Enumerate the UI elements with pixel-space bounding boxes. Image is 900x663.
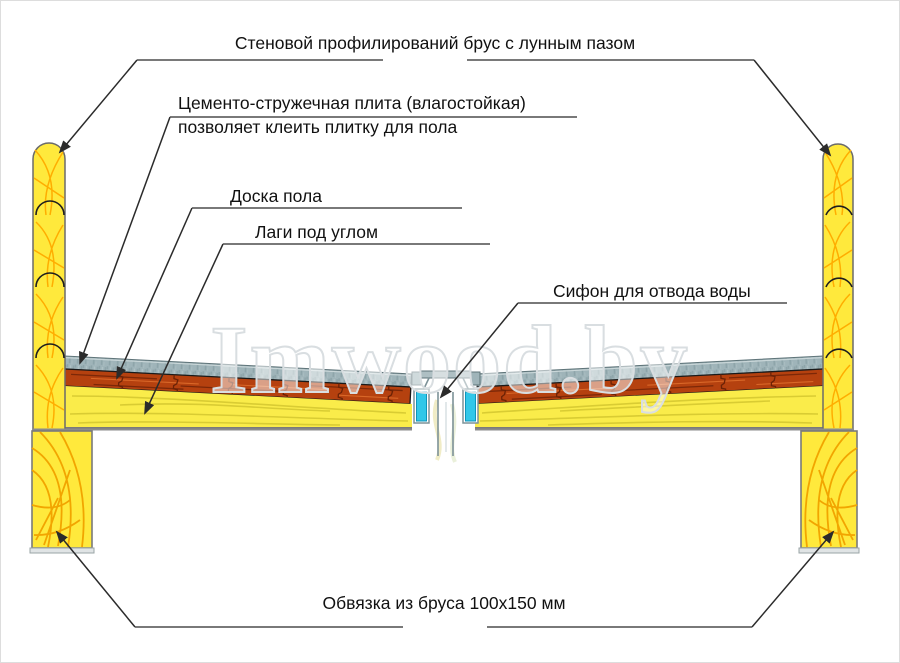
label-siphon: Сифон для отвода воды <box>553 281 751 301</box>
leader-joists <box>144 243 224 415</box>
moon-groove-arcs-left <box>35 200 65 359</box>
label-floor-board: Доска пола <box>230 186 322 206</box>
strapping-block-right <box>798 430 860 554</box>
wall-column-left <box>32 142 66 431</box>
drain-grate <box>420 370 472 379</box>
leader-strapping-left <box>55 530 136 628</box>
label-underlines <box>135 59 787 628</box>
moon-groove-arcs-right <box>825 205 853 359</box>
strapping-block-left <box>29 430 95 554</box>
joist-layer-right <box>475 386 823 429</box>
leader-cement-board <box>79 116 171 365</box>
wall-column-right <box>822 143 854 431</box>
label-strapping: Обвязка из бруса 100х150 мм <box>322 593 565 613</box>
leader-wall-left <box>58 59 138 154</box>
leader-floor-board <box>116 207 193 380</box>
watermark-text: Imwood.by <box>210 306 689 413</box>
leader-strapping-right <box>751 530 835 628</box>
leader-lines <box>55 59 835 628</box>
water-left <box>416 391 427 422</box>
joist-layer-left <box>65 386 412 429</box>
label-wall-beam: Стеновой профилирований брус с лунным па… <box>235 33 635 53</box>
floor-section-left <box>62 355 413 405</box>
label-cement-board-line2: позволяет клеить плитку для пола <box>178 117 458 137</box>
leader-wall-right <box>753 59 832 157</box>
label-cement-board-line1: Цементо-стружечная плита (влагостойкая) <box>178 93 526 113</box>
foundation-strip-right <box>798 547 860 554</box>
drain-pipe <box>437 392 454 456</box>
siphon-assembly <box>411 370 481 463</box>
water-right <box>465 391 476 422</box>
leader-siphon <box>439 302 519 399</box>
label-joists: Лаги под углом <box>255 222 378 242</box>
foundation-strip-left <box>29 547 95 554</box>
